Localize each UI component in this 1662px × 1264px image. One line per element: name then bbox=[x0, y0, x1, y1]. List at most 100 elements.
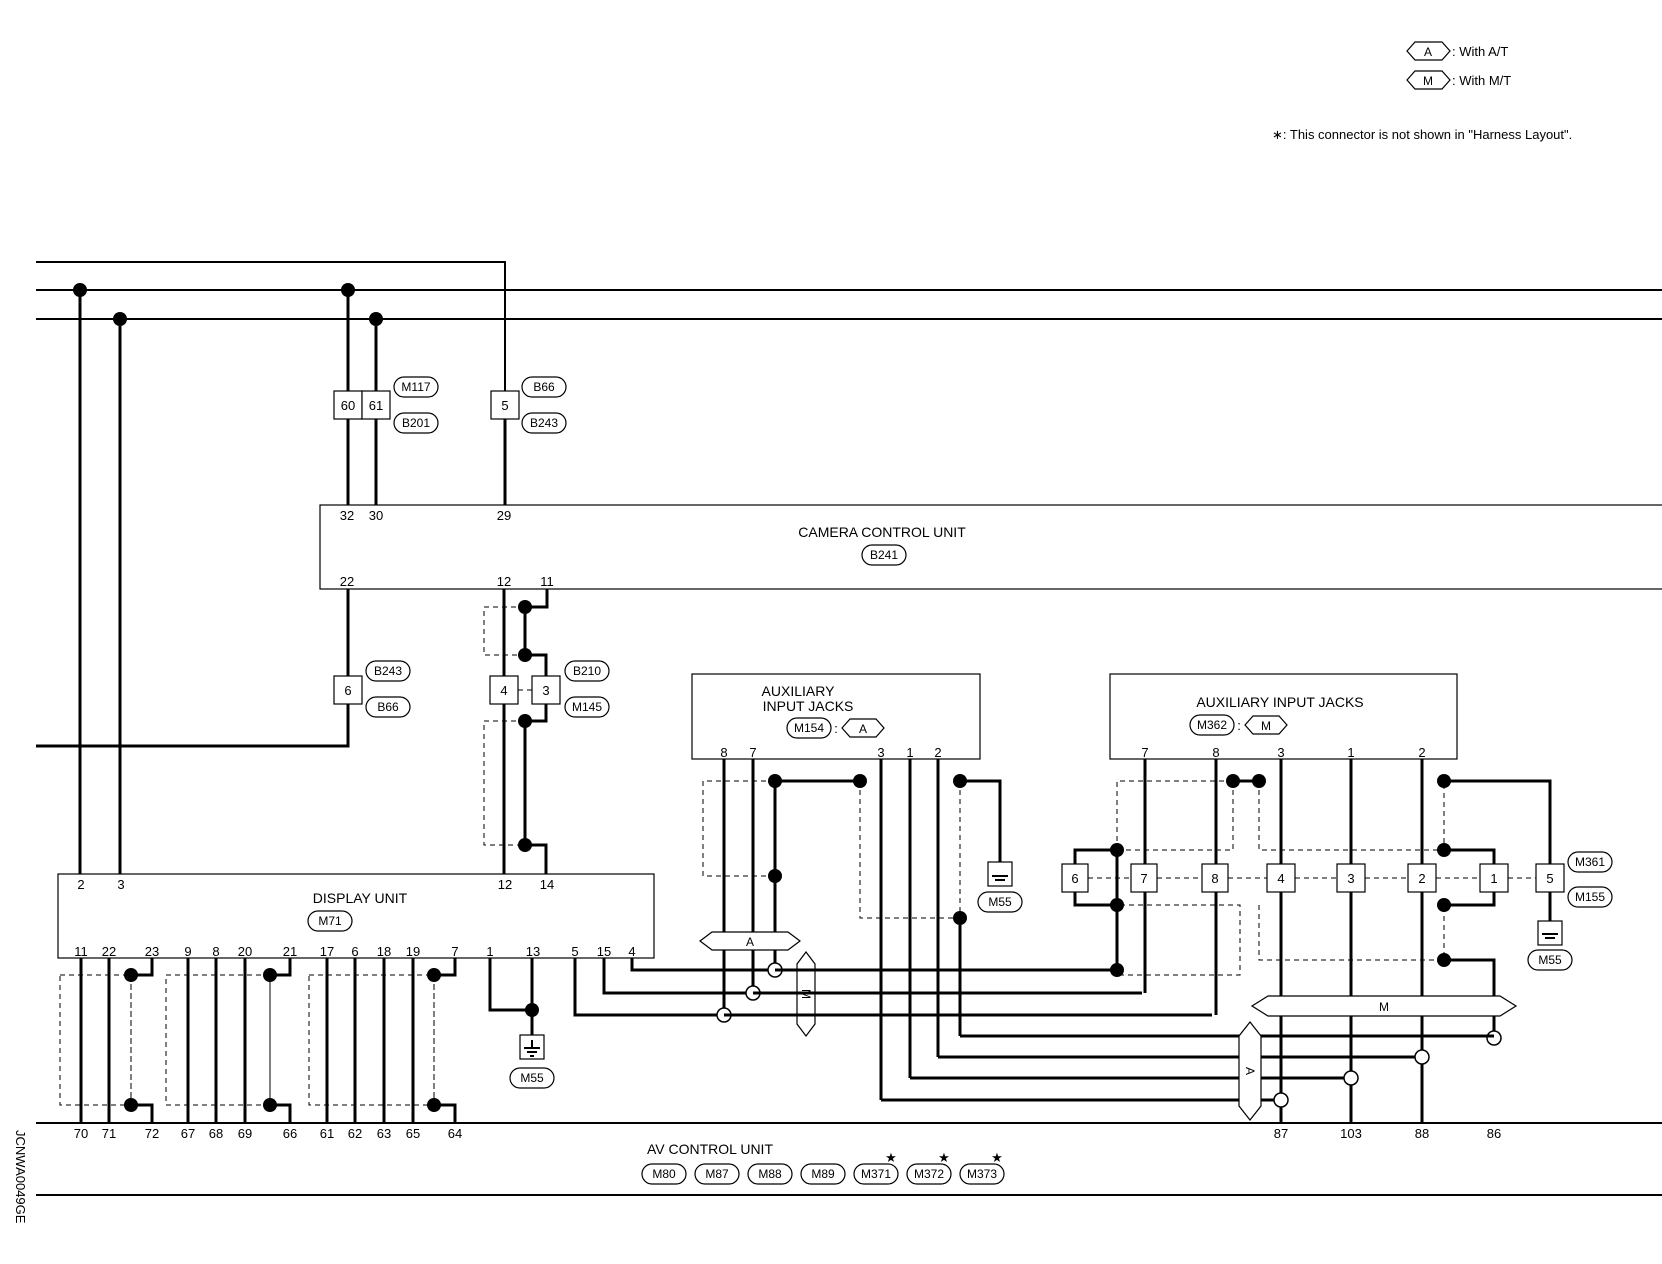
svg-text:6: 6 bbox=[344, 683, 351, 698]
ground-m55-mt bbox=[1527, 949, 1573, 971]
svg-text:6: 6 bbox=[351, 944, 358, 959]
svg-text:M80: M80 bbox=[652, 1167, 676, 1181]
camera-pin-12: 12 bbox=[497, 574, 511, 589]
svg-text:61: 61 bbox=[369, 398, 383, 413]
svg-text:A: A bbox=[1243, 1067, 1257, 1075]
svg-text:103: 103 bbox=[1340, 1126, 1362, 1141]
camera-control-unit: CAMERA CONTROL UNIT B241 32 30 29 22 12 … bbox=[319, 504, 1662, 590]
connector-b241-label: B241 bbox=[870, 548, 898, 562]
svg-text:M87: M87 bbox=[705, 1167, 729, 1181]
svg-text:2: 2 bbox=[77, 877, 84, 892]
svg-text:M117: M117 bbox=[401, 380, 430, 394]
connector-m88 bbox=[747, 1163, 793, 1185]
svg-text:B210: B210 bbox=[573, 664, 601, 678]
camera-pin-29: 29 bbox=[497, 508, 511, 523]
svg-text:14: 14 bbox=[540, 877, 554, 892]
legend-mt-text: : With M/T bbox=[1452, 73, 1511, 88]
svg-text:72: 72 bbox=[145, 1126, 159, 1141]
display-av-wires bbox=[59, 958, 539, 1123]
connector-m71-label: M71 bbox=[318, 914, 342, 928]
connector-m362 bbox=[1189, 714, 1235, 736]
connector-b243 bbox=[521, 412, 567, 434]
camera-pin-30: 30 bbox=[369, 508, 383, 523]
svg-text:1: 1 bbox=[1490, 871, 1497, 886]
svg-text:12: 12 bbox=[498, 877, 512, 892]
junction-pin-4 bbox=[489, 675, 519, 705]
junction-strip-pin-4 bbox=[1266, 863, 1296, 893]
aux-input-jacks-mt: AUXILIARY INPUT JACKS M362 : M 7 8 3 1 2 bbox=[1109, 673, 1458, 760]
svg-text:71: 71 bbox=[102, 1126, 116, 1141]
svg-text:3: 3 bbox=[542, 683, 549, 698]
svg-text:68: 68 bbox=[209, 1126, 223, 1141]
display-aux-wires bbox=[573, 958, 1212, 1023]
aux-at-wires: M55 bbox=[702, 759, 1023, 1100]
junction-pin-5 bbox=[490, 390, 520, 420]
svg-text:23: 23 bbox=[145, 944, 159, 959]
connector-m117 bbox=[393, 376, 439, 398]
svg-text:M: M bbox=[1379, 1000, 1389, 1014]
svg-text:★: ★ bbox=[885, 1150, 897, 1165]
svg-text:4: 4 bbox=[1277, 871, 1284, 886]
legend-mt-symbol bbox=[1406, 70, 1451, 90]
aux-mt-label: AUXILIARY INPUT JACKS bbox=[1196, 694, 1363, 710]
connector-m155 bbox=[1567, 886, 1613, 908]
svg-text:M154: M154 bbox=[794, 721, 824, 735]
svg-text:3: 3 bbox=[117, 877, 124, 892]
svg-text:3: 3 bbox=[1347, 871, 1354, 886]
svg-text:8: 8 bbox=[1212, 745, 1219, 760]
camera-display-pair: 4 3 B210 M145 bbox=[483, 589, 610, 874]
aux-at-box bbox=[691, 673, 981, 760]
svg-text:8: 8 bbox=[212, 944, 219, 959]
variant-marker-m-2 bbox=[1250, 995, 1518, 1017]
connector-m361 bbox=[1567, 851, 1613, 873]
svg-text:22: 22 bbox=[102, 944, 116, 959]
svg-text:87: 87 bbox=[1274, 1126, 1288, 1141]
legend-at-symbol-text: A bbox=[1424, 45, 1432, 59]
svg-text:A: A bbox=[746, 935, 754, 949]
camera-pin-22: 22 bbox=[340, 574, 354, 589]
camera-control-unit-label: CAMERA CONTROL UNIT bbox=[798, 524, 966, 540]
variant-marker-a-2 bbox=[1238, 1021, 1262, 1121]
ground-m55-display bbox=[509, 1067, 555, 1089]
junction-b243-b66: 6 B243 B66 bbox=[333, 660, 411, 718]
svg-text:M55: M55 bbox=[988, 895, 1012, 909]
svg-text:A: A bbox=[859, 722, 867, 736]
ground-symbol-aux bbox=[987, 861, 1013, 887]
svg-text:M145: M145 bbox=[572, 700, 602, 714]
svg-text:21: 21 bbox=[283, 944, 297, 959]
svg-text:60: 60 bbox=[341, 398, 355, 413]
junction-strip-pin-8 bbox=[1201, 863, 1229, 893]
svg-text:2: 2 bbox=[1418, 745, 1425, 760]
ground-display: M55 bbox=[509, 1034, 555, 1089]
legend-at-text: : With A/T bbox=[1452, 44, 1508, 59]
svg-text::: : bbox=[1237, 718, 1241, 733]
svg-text:7: 7 bbox=[749, 745, 756, 760]
aux-input-jacks-at: AUXILIARY INPUT JACKS M154 : A 8 7 3 1 2 bbox=[691, 673, 981, 760]
camera-control-unit-box bbox=[319, 504, 1662, 590]
svg-text:M362: M362 bbox=[1197, 718, 1227, 732]
svg-text:69: 69 bbox=[238, 1126, 252, 1141]
svg-text:66: 66 bbox=[283, 1126, 297, 1141]
svg-text:88: 88 bbox=[1415, 1126, 1429, 1141]
svg-text:1: 1 bbox=[906, 745, 913, 760]
svg-text:63: 63 bbox=[377, 1126, 391, 1141]
svg-text:15: 15 bbox=[597, 944, 611, 959]
variant-at-marker bbox=[841, 718, 885, 738]
svg-text:62: 62 bbox=[348, 1126, 362, 1141]
connector-m373 bbox=[959, 1163, 1005, 1185]
svg-text:61: 61 bbox=[320, 1126, 334, 1141]
svg-text:★: ★ bbox=[991, 1150, 1003, 1165]
connector-b241 bbox=[861, 544, 907, 566]
junction-strip-pin-2 bbox=[1407, 863, 1437, 893]
connector-m80 bbox=[641, 1163, 687, 1185]
svg-text:17: 17 bbox=[320, 944, 334, 959]
svg-text:7: 7 bbox=[451, 944, 458, 959]
junction-strip-pin-1 bbox=[1479, 863, 1509, 893]
connector-b201 bbox=[393, 412, 439, 434]
connector-m154 bbox=[786, 717, 832, 739]
svg-text:4: 4 bbox=[628, 944, 635, 959]
junction-strip-pin-3 bbox=[1336, 863, 1366, 893]
legend-at-symbol bbox=[1406, 41, 1451, 61]
ground-m55-aux bbox=[977, 891, 1023, 913]
